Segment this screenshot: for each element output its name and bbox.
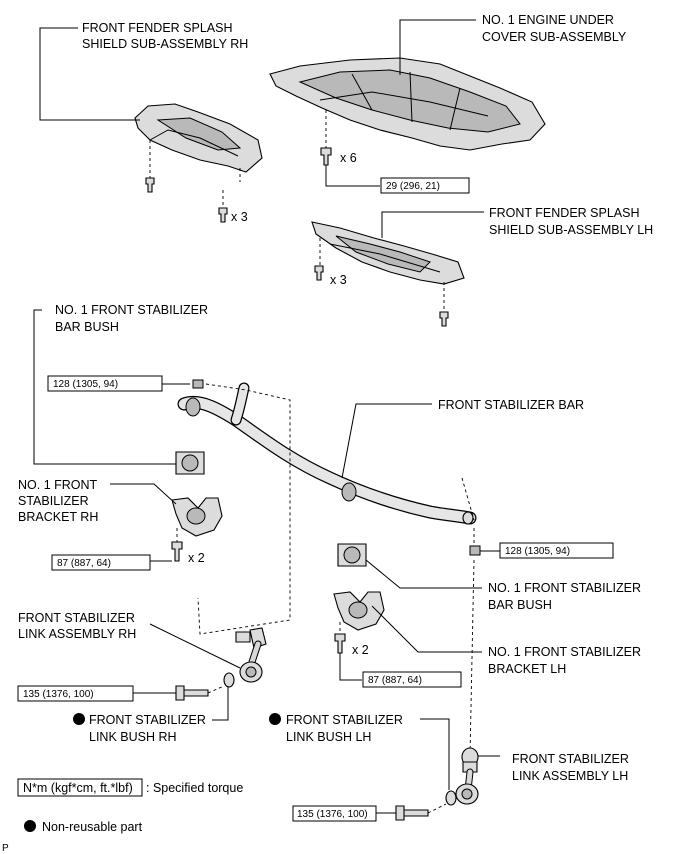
corner-mark: P (2, 843, 9, 854)
stabilizer-bar-label: FRONT STABILIZER BAR (438, 398, 584, 412)
svg-text:29 (296, 21): 29 (296, 21) (386, 181, 440, 192)
fender-lh-bolt-left (314, 265, 324, 281)
front-stabilizer-bar (177, 382, 477, 525)
link-bush-rh-part (223, 672, 235, 688)
fender-lh-label-line2: SHIELD SUB-ASSEMBLY LH (489, 223, 653, 237)
bracket-rh-bolt (171, 541, 183, 562)
link-rh-label-line1: FRONT STABILIZER (18, 611, 135, 625)
torque-box-bush-right: 128 (1305, 94) (499, 542, 614, 559)
svg-text:135 (1376, 100): 135 (1376, 100) (297, 809, 368, 820)
bar-link-nut-top (192, 379, 204, 389)
fender-splash-shield-rh (134, 103, 263, 173)
under-cover-label-line1: NO. 1 ENGINE UNDER (482, 13, 614, 27)
non-reusable-marker-link-bush-lh (269, 713, 281, 725)
bracket-lh-qty: x 2 (352, 643, 369, 657)
link-lh-label-line2: LINK ASSEMBLY LH (512, 769, 628, 783)
link-lh-label-line1: FRONT STABILIZER (512, 752, 629, 766)
fender-rh-bolt-lower (218, 207, 228, 223)
engine-under-cover (269, 57, 546, 151)
bar-bush-rh (175, 451, 205, 475)
torque-box-bracket-rh: 87 (887, 64) (51, 554, 151, 571)
svg-text:87 (887, 64): 87 (887, 64) (57, 558, 111, 569)
bracket-lh-label-line1: NO. 1 FRONT STABILIZER (488, 645, 641, 659)
fender-lh-qty: x 3 (330, 273, 347, 287)
legend-non-reusable-text: Non-reusable part (42, 820, 143, 834)
link-assembly-lh (455, 747, 479, 805)
torque-box-bush-top: 128 (1305, 94) (47, 375, 163, 392)
non-reusable-legend-icon (24, 820, 36, 832)
link-bush-lh-label-line2: LINK BUSH LH (286, 730, 371, 744)
svg-text:87 (887, 64): 87 (887, 64) (368, 675, 422, 686)
bracket-rh-qty: x 2 (188, 551, 205, 565)
fender-rh-label-line2: SHIELD SUB-ASSEMBLY RH (82, 37, 248, 51)
svg-text:128 (1305, 94): 128 (1305, 94) (53, 379, 118, 390)
fender-lh-label-line1: FRONT FENDER SPLASH (489, 206, 640, 220)
torque-box-bracket-lh: 87 (887, 64) (362, 671, 462, 688)
fender-splash-shield-lh (311, 221, 465, 285)
fender-rh-bolt-upper (145, 177, 155, 193)
svg-text:128 (1305, 94): 128 (1305, 94) (505, 546, 570, 557)
non-reusable-marker-link-bush-rh (73, 713, 85, 725)
bracket-rh-label-line1: NO. 1 FRONT (18, 478, 98, 492)
fender-lh-bolt-right (439, 311, 449, 327)
legend-torque-desc: : Specified torque (146, 781, 243, 795)
under-cover-qty: x 6 (340, 151, 357, 165)
link-rh-label-line2: LINK ASSEMBLY RH (18, 627, 136, 641)
torque-box-link-rh: 135 (1376, 100) (17, 685, 134, 702)
link-bush-lh-part (445, 790, 457, 806)
bar-bush-top-label-line2: BAR BUSH (55, 320, 119, 334)
bracket-lh (333, 591, 385, 631)
legend-torque-unit: N*m (kgf*cm, ft.*lbf) (23, 781, 133, 795)
fender-rh-label-line1: FRONT FENDER SPLASH (82, 21, 233, 35)
link-rh-bolt (175, 685, 209, 701)
bracket-lh-bolt (334, 633, 346, 654)
link-bush-rh-label-line2: LINK BUSH RH (89, 730, 177, 744)
bar-bush-lh-label-line2: BAR BUSH (488, 598, 552, 612)
bar-bush-lh (337, 543, 367, 567)
bracket-rh (171, 497, 223, 537)
link-bush-lh-label-line1: FRONT STABILIZER (286, 713, 403, 727)
link-lh-bolt (395, 805, 429, 821)
under-cover-label-line2: COVER SUB-ASSEMBLY (482, 30, 627, 44)
torque-box-under-cover: 29 (296, 21) (380, 177, 470, 194)
bar-bush-lh-nut (469, 545, 481, 556)
bracket-rh-label-line3: BRACKET RH (18, 510, 98, 524)
bar-bush-lh-label-line1: NO. 1 FRONT STABILIZER (488, 581, 641, 595)
link-bush-rh-label-line1: FRONT STABILIZER (89, 713, 206, 727)
bracket-rh-label-line2: STABILIZER (18, 494, 89, 508)
svg-text:135 (1376, 100): 135 (1376, 100) (23, 689, 94, 700)
bar-bush-top-label-line1: NO. 1 FRONT STABILIZER (55, 303, 208, 317)
torque-box-link-lh: 135 (1376, 100) (292, 805, 377, 822)
fender-rh-qty: x 3 (231, 210, 248, 224)
legend-torque: N*m (kgf*cm, ft.*lbf) : Specified torque (17, 778, 243, 797)
link-assembly-rh (235, 627, 267, 683)
bracket-lh-label-line2: BRACKET LH (488, 662, 566, 676)
under-cover-bolt (320, 147, 332, 166)
legend-non-reusable: Non-reusable part (24, 820, 143, 834)
